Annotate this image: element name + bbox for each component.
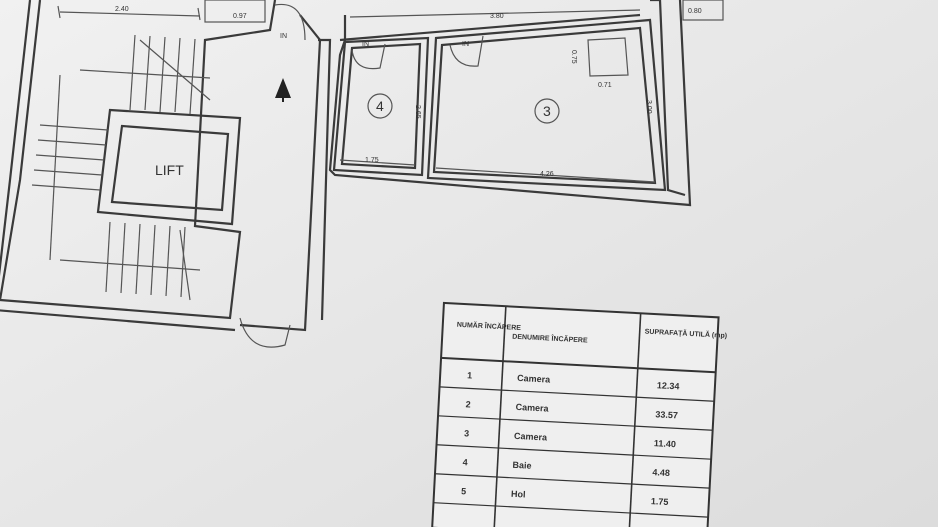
row-area: 11.40 (654, 438, 677, 449)
dim-closet-height: 0.75 (570, 50, 577, 64)
room-3: IN 3 4.26 3.00 0.71 0.75 (426, 18, 667, 192)
row-name: Hol (511, 489, 526, 500)
corridor (239, 3, 332, 348)
dim-room4-height: 2.65 (414, 105, 421, 119)
stair-treads-top (79, 34, 211, 115)
room-4-marker (367, 93, 393, 119)
room-3-door-swing (449, 35, 484, 67)
dim-room4-width: 1.75 (365, 157, 379, 164)
stairwell-block: LIFT (0, 0, 277, 332)
table-row: 2 Camera 33.57 (437, 399, 713, 431)
row-area: 1.75 (651, 496, 669, 507)
door-mark-3: IN (462, 41, 469, 48)
door-mark-2: IN (362, 41, 369, 48)
table-row: 3 Camera 11.40 (436, 428, 712, 460)
row-nr: 1 (467, 370, 473, 380)
room-4-door-swing (351, 43, 386, 70)
dim-top-room: 3.80 (490, 13, 504, 20)
room-4: IN 4 1.75 2.65 (332, 36, 430, 177)
row-area: 4.48 (652, 467, 670, 478)
dim-closet-width: 0.71 (598, 82, 612, 89)
closet (587, 37, 629, 77)
stair-treads-left (31, 74, 109, 261)
north-arrow-icon (275, 78, 291, 98)
row-nr: 3 (464, 428, 470, 438)
row-name: Baie (512, 460, 532, 471)
stair-treads-bottom (59, 221, 201, 301)
row-nr: 5 (461, 486, 467, 496)
dim-room3-width: 4.26 (540, 171, 554, 178)
row-nr: 2 (465, 399, 471, 409)
door-mark-1: IN (280, 33, 287, 40)
row-area: 33.57 (655, 409, 678, 420)
dim-top-right: 0.80 (688, 8, 702, 15)
lift-shaft-inner (110, 124, 230, 212)
room-3-label: 3 (543, 103, 551, 119)
dim-top-left: 2.40 (115, 6, 129, 13)
row-name: Camera (515, 402, 549, 414)
top-dimension-strip: 2.40 0.97 IN (57, 0, 287, 40)
lift-shaft-outer (96, 108, 242, 226)
table-row: 4 Baie 4.48 (434, 457, 710, 489)
corridor-door-swing (239, 317, 291, 348)
room-3-marker (534, 98, 560, 124)
apartment-outline: 3.80 0.80 (328, 0, 724, 207)
row-nr: 4 (462, 457, 468, 467)
row-name: Camera (517, 373, 551, 385)
lift-label: LIFT (155, 162, 184, 178)
room-4-label: 4 (376, 98, 384, 114)
row-area: 12.34 (657, 380, 680, 391)
row-name: Camera (514, 431, 548, 443)
dim-room3-height: 3.00 (645, 100, 652, 114)
table-row: 5 Hol 1.75 (433, 486, 709, 518)
entry-door-swing (274, 3, 306, 41)
room-schedule-table: NUMĂR ÎNCĂPERE DENUMIRE ÎNCĂPERE SUPRAFA… (431, 301, 727, 527)
table-row: 1 Camera 12.34 (439, 370, 715, 402)
dim-top-small: 0.97 (233, 13, 247, 20)
